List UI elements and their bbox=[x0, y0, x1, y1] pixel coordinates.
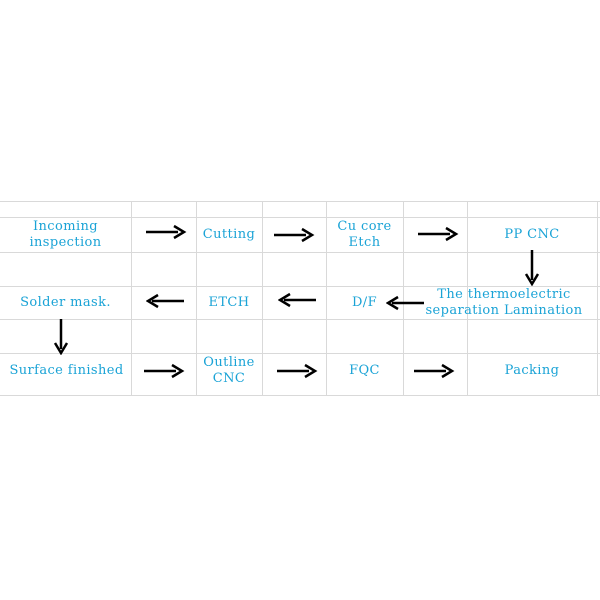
step-incoming-inspection: Incoming inspection bbox=[29, 219, 102, 250]
step-outline-cnc: Outline CNC bbox=[203, 355, 255, 386]
grid-line-vertical bbox=[131, 201, 132, 395]
grid-line-vertical bbox=[326, 201, 327, 395]
grid-line-horizontal bbox=[0, 286, 600, 287]
grid-line-vertical bbox=[597, 201, 598, 395]
arrow-down-icon bbox=[524, 250, 540, 286]
step-etch: ETCH bbox=[208, 295, 250, 310]
arrow-left-icon bbox=[146, 293, 186, 309]
grid-line-vertical bbox=[262, 201, 263, 395]
arrow-right-icon bbox=[274, 227, 316, 243]
grid-line-horizontal bbox=[0, 395, 600, 396]
step-pp-cnc: PP CNC bbox=[504, 227, 560, 242]
step-df: D/F bbox=[351, 295, 378, 310]
step-solder-mask: Solder mask. bbox=[20, 295, 111, 310]
arrow-right-icon bbox=[418, 226, 460, 242]
arrow-right-icon bbox=[277, 363, 319, 379]
arrow-left-icon bbox=[278, 292, 318, 308]
step-packing: Packing bbox=[504, 363, 560, 378]
step-fqc: FQC bbox=[349, 363, 380, 378]
step-cu-core-etch: Cu core Etch bbox=[337, 219, 392, 250]
arrow-left-icon bbox=[386, 295, 426, 311]
step-thermoelectric-separation-lamination: The thermoelectric separation Lamination bbox=[425, 287, 583, 318]
arrow-right-icon bbox=[144, 363, 186, 379]
grid-line-horizontal bbox=[0, 217, 600, 218]
grid-line-horizontal bbox=[0, 201, 600, 202]
step-cutting: Cutting bbox=[202, 227, 256, 242]
arrow-down-icon bbox=[53, 319, 69, 355]
grid-line-horizontal bbox=[0, 252, 600, 253]
grid-line-horizontal bbox=[0, 319, 600, 320]
grid-line-vertical bbox=[403, 201, 404, 395]
arrow-right-icon bbox=[414, 363, 456, 379]
grid-line-horizontal bbox=[0, 353, 600, 354]
grid-line-vertical bbox=[196, 201, 197, 395]
arrow-right-icon bbox=[146, 224, 188, 240]
step-surface-finished: Surface finished bbox=[9, 363, 124, 378]
grid-line-vertical bbox=[467, 201, 468, 395]
